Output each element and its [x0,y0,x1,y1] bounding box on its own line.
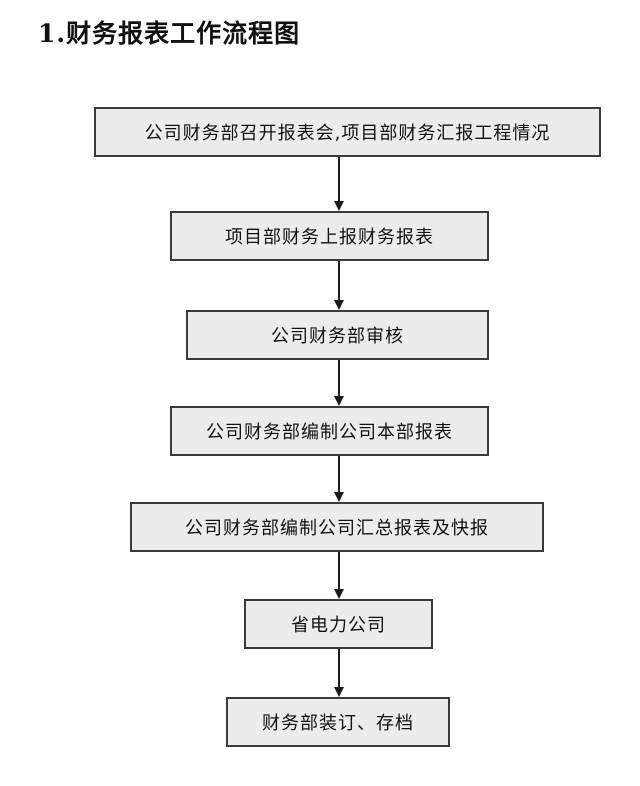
step-3-box: 公司财务部审核 [186,310,489,360]
step-1-box: 公司财务部召开报表会,项目部财务汇报工程情况 [94,107,601,157]
step-4-box: 公司财务部编制公司本部报表 [170,406,489,456]
step-2-box: 项目部财务上报财务报表 [170,211,489,261]
page-title: 1.财务报表工作流程图 [38,19,301,48]
step-5-box: 公司财务部编制公司汇总报表及快报 [130,502,544,552]
step-6-box: 省电力公司 [244,599,433,649]
step-7-box: 财务部装订、存档 [226,697,450,747]
